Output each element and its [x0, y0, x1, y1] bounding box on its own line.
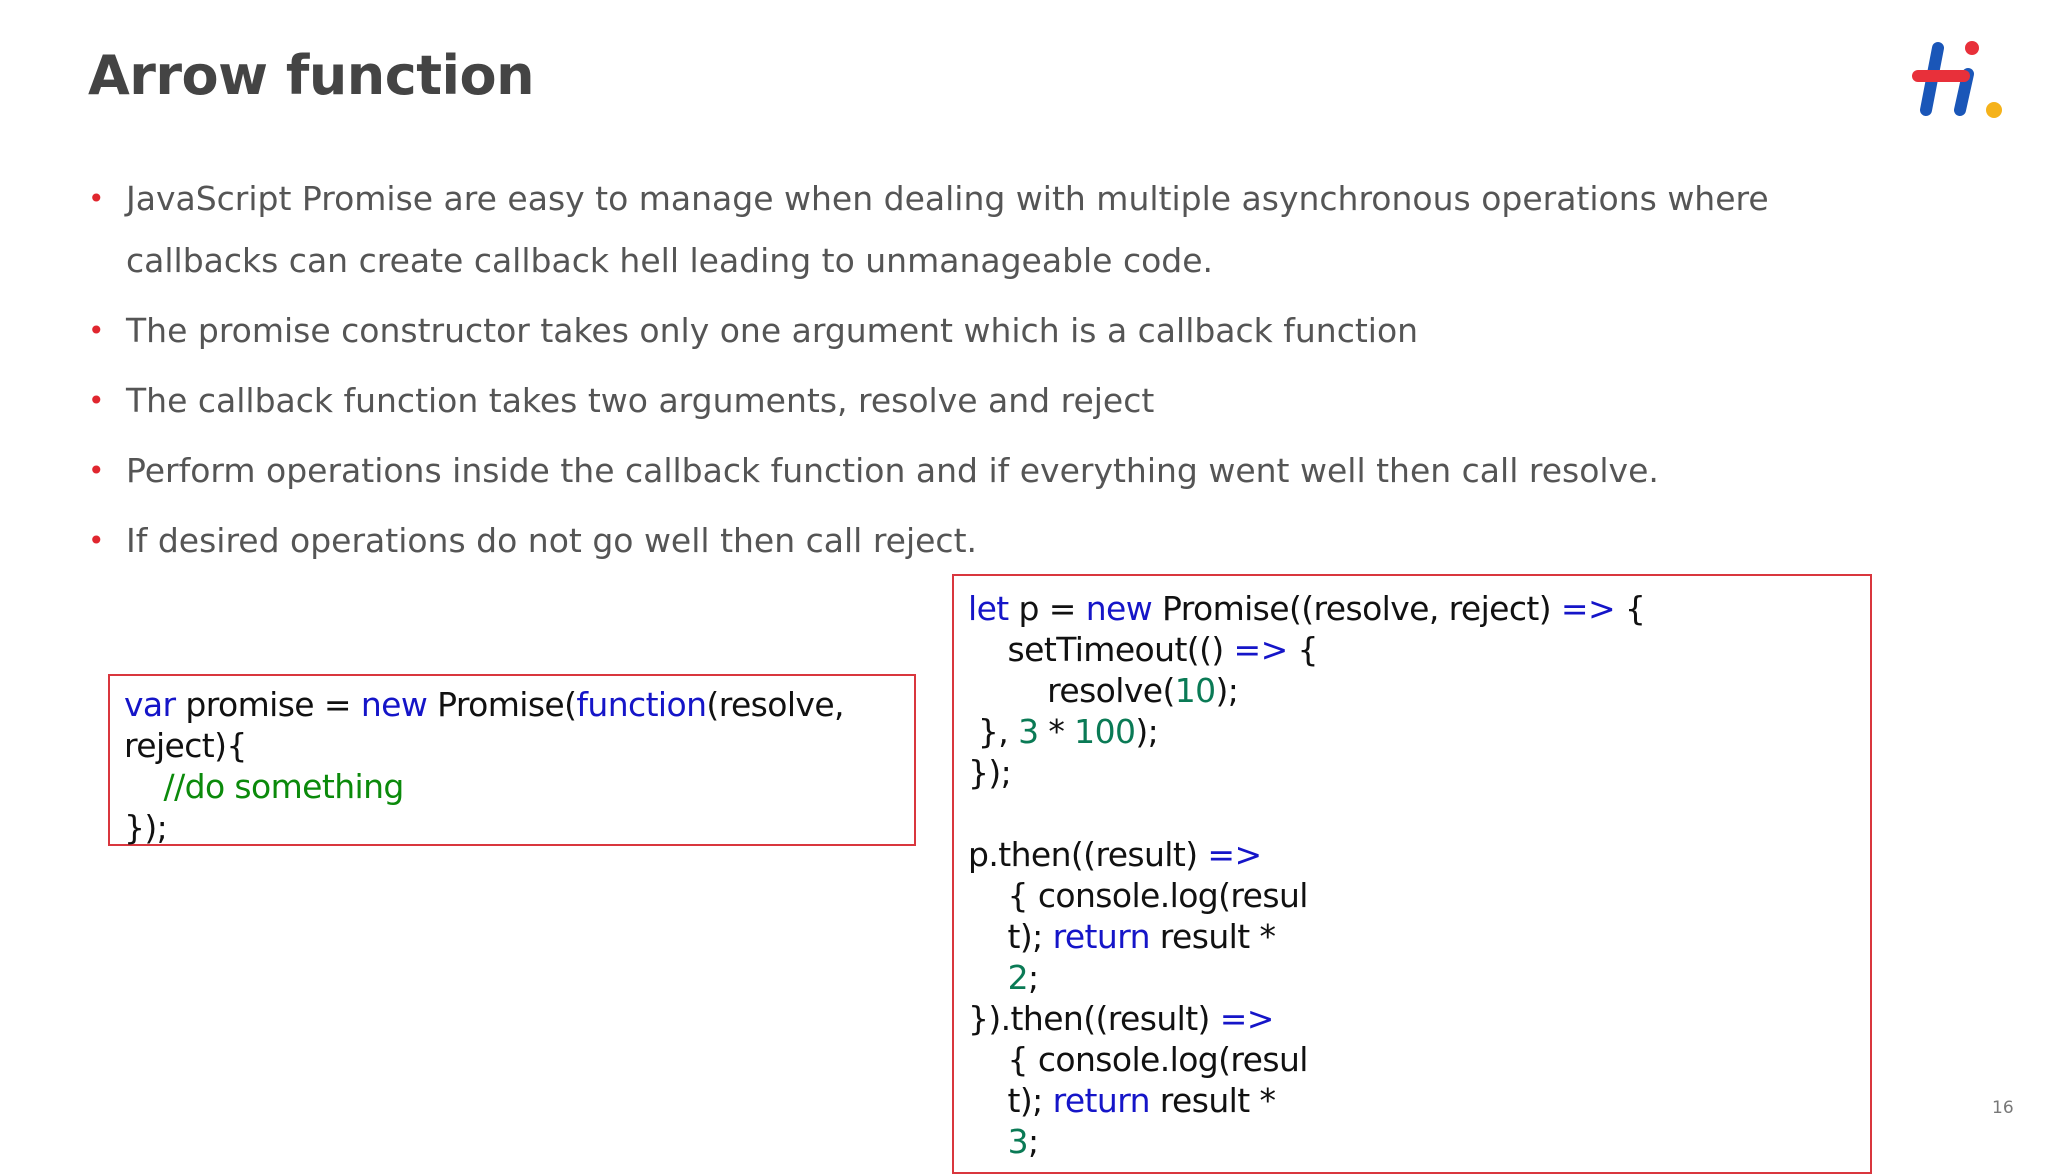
- code-token: var: [124, 685, 176, 724]
- code-token: result *: [1149, 1081, 1276, 1120]
- code-token: {: [1615, 589, 1646, 628]
- code-token: 100: [1074, 712, 1136, 751]
- code-token: );: [1215, 671, 1239, 710]
- code-token: let: [968, 589, 1009, 628]
- code-line: p.then((result) =>: [968, 834, 1856, 875]
- code-token: });: [968, 753, 1012, 792]
- code-token: =>: [1233, 630, 1289, 669]
- code-line: { console.log(resul: [968, 1039, 1856, 1080]
- code-line: });: [968, 752, 1856, 793]
- code-token: setTimeout((): [968, 630, 1234, 669]
- code-token: reject){: [124, 726, 247, 765]
- code-token: //do something: [124, 767, 405, 806]
- code-token: [968, 958, 1008, 997]
- promise-arrow-code-block: let p = new Promise((resolve, reject) =>…: [952, 574, 1872, 1174]
- code-token: }).then((result): [968, 999, 1220, 1038]
- code-token: =>: [1560, 589, 1616, 628]
- code-token: (resolve,: [706, 685, 844, 724]
- code-token: );: [1135, 712, 1159, 751]
- promise-function-code-block: var promise = new Promise(function(resol…: [108, 674, 916, 848]
- code-token: return: [1052, 917, 1151, 956]
- code-token: 10: [1174, 671, 1216, 710]
- slide-title: Arrow function: [88, 44, 535, 107]
- code-line: reject){: [124, 725, 900, 766]
- code-line: let p = new Promise((resolve, reject) =>…: [968, 588, 1856, 629]
- code-line: });: [124, 807, 900, 848]
- bullet-list: JavaScript Promise are easy to manage wh…: [88, 168, 1908, 580]
- code-token: p.then((result): [968, 835, 1208, 874]
- code-token: t);: [968, 917, 1053, 956]
- code-token: 3: [1018, 712, 1039, 751]
- code-token: t);: [968, 1081, 1053, 1120]
- code-token: [968, 1122, 1008, 1161]
- code-line: 3;: [968, 1121, 1856, 1162]
- code-token: result *: [1149, 917, 1276, 956]
- code-token: { console.log(resul: [968, 1040, 1309, 1079]
- brand-logo-icon: [1912, 41, 2002, 118]
- code-token: 2: [1007, 958, 1029, 997]
- code-token: });: [124, 808, 168, 847]
- code-token: { console.log(resul: [968, 876, 1309, 915]
- bullet-item: The callback function takes two argument…: [88, 370, 1908, 432]
- code-line: 2;: [968, 957, 1856, 998]
- code-token: *: [1038, 712, 1075, 751]
- code-token: resolve(: [968, 671, 1175, 710]
- code-token: },: [968, 712, 1019, 751]
- code-line: t); return result *: [968, 916, 1856, 957]
- code-line: var promise = new Promise(function(resol…: [124, 684, 900, 725]
- code-line: setTimeout(() => {: [968, 629, 1856, 670]
- code-token: 3: [1007, 1122, 1029, 1161]
- code-token: ;: [1027, 1122, 1039, 1161]
- page-number: 16: [1992, 1098, 2014, 1118]
- code-token: {: [1287, 630, 1319, 669]
- code-token: p =: [1008, 589, 1086, 628]
- code-token: promise =: [175, 685, 361, 724]
- code-token: new: [360, 685, 428, 724]
- code-token: return: [1052, 1081, 1151, 1120]
- code-token: function: [576, 685, 707, 724]
- code-token: ;: [1027, 958, 1039, 997]
- bullet-item: The promise constructor takes only one a…: [88, 300, 1908, 362]
- code-line: { console.log(resul: [968, 875, 1856, 916]
- code-token: =>: [1219, 999, 1275, 1038]
- code-token: Promise((resolve, reject): [1152, 589, 1561, 628]
- bullet-item: Perform operations inside the callback f…: [88, 440, 1908, 502]
- code-line: t); return result *: [968, 1080, 1856, 1121]
- bullet-item: JavaScript Promise are easy to manage wh…: [88, 168, 1908, 292]
- code-line: //do something: [124, 766, 900, 807]
- bullet-item: If desired operations do not go well the…: [88, 510, 1908, 572]
- code-line: resolve(10);: [968, 670, 1856, 711]
- code-line: }).then((result) =>: [968, 998, 1856, 1039]
- code-line: }, 3 * 100);: [968, 711, 1856, 752]
- code-token: new: [1085, 589, 1153, 628]
- code-line: [968, 793, 1856, 834]
- code-token: Promise(: [427, 685, 577, 724]
- code-token: =>: [1207, 835, 1262, 874]
